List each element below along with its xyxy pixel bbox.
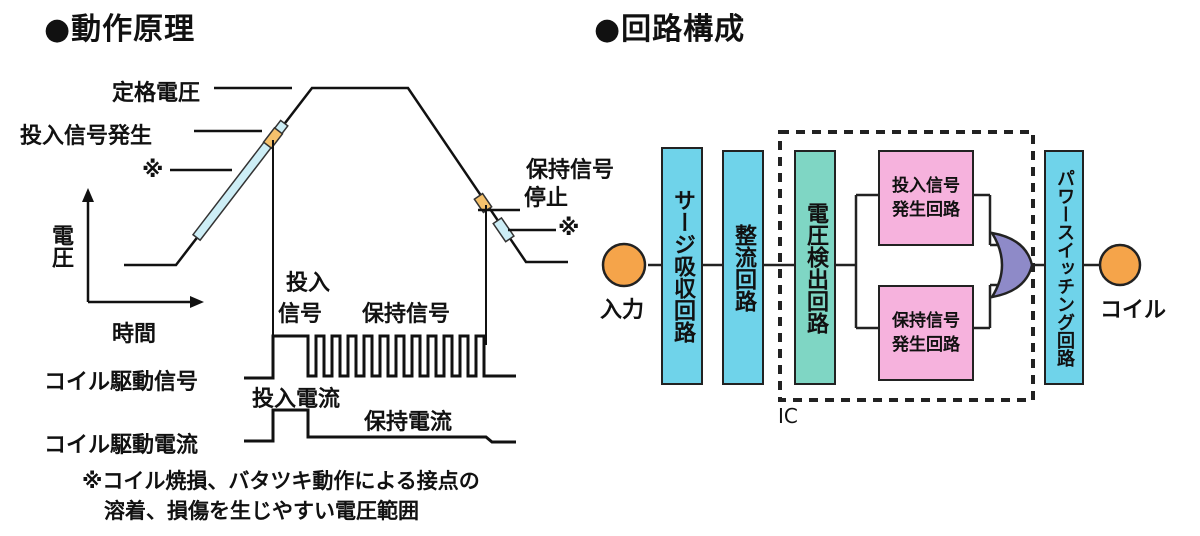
surge-absorber-block: サージ吸収回路 — [661, 147, 703, 385]
rated-voltage-label: 定格電圧 — [112, 81, 201, 106]
coil-label: コイル — [1100, 298, 1167, 323]
inrush-current-label: 投入電流 — [252, 387, 341, 412]
input-label: 入力 — [600, 298, 645, 323]
hold-signal-stop-label-line2: 停止 — [524, 186, 569, 211]
axes — [82, 188, 204, 308]
power-switching-block: パワースイッチング回路 — [1044, 150, 1084, 385]
closing-signal-generation-label: 投入信号発生 — [20, 124, 153, 149]
hold-signal-stop-label-line1: 保持信号 — [526, 158, 615, 183]
closing-gen-label-line1: 投入信号 — [892, 176, 960, 196]
operating-principle-heading: ●動作原理 — [44, 12, 196, 47]
voltage-curve — [124, 86, 568, 267]
rectifier-block: 整流回路 — [722, 150, 764, 385]
coil-drive-signal-wave — [244, 334, 516, 380]
x-axis-arrow — [190, 296, 204, 308]
footnote-line2: 溶着、損傷を生じやすい電圧範囲 — [104, 499, 419, 523]
ic-label: IC — [778, 404, 798, 428]
coil-drive-current-wave — [244, 408, 516, 444]
voltage-axis-label: 電圧 — [48, 224, 73, 268]
time-axis-label: 時間 — [112, 322, 157, 347]
asterisk-label-2: ※ — [558, 216, 580, 241]
hold-gen-label-line2: 発生回路 — [892, 335, 960, 355]
closing-signal-label-line2: 信号 — [278, 302, 323, 327]
closing-signal-label-line1: 投入 — [286, 271, 331, 296]
hold-current-label: 保持電流 — [364, 410, 453, 435]
hold-gen-label-line1: 保持信号 — [892, 311, 960, 331]
input-terminal — [601, 242, 647, 288]
power-switching-label: パワースイッチング回路 — [1054, 168, 1075, 367]
risk-range-falling — [492, 216, 515, 243]
coil-drive-current-label: コイル駆動電流 — [44, 433, 199, 458]
y-axis-arrow — [82, 188, 94, 202]
voltage-detector-label: 電圧検出回路 — [803, 201, 828, 334]
rectifier-label: 整流回路 — [731, 223, 756, 312]
coil-drive-signal-label: コイル駆動信号 — [44, 370, 199, 395]
coil-terminal — [1098, 243, 1142, 287]
or-gate-symbol — [989, 231, 1034, 299]
voltage-detector-block: 電圧検出回路 — [794, 150, 836, 385]
hold-signal-label: 保持信号 — [362, 302, 451, 327]
surge-absorber-label: サージ吸収回路 — [670, 189, 695, 343]
risk-range-rising — [191, 119, 289, 242]
asterisk-label-1: ※ — [142, 158, 164, 183]
closing-gen-label-line2: 発生回路 — [892, 200, 960, 220]
closing-signal-marker — [262, 126, 284, 150]
footnote-line1: ※コイル焼損、バタツキ動作による接点の — [82, 469, 480, 493]
hold-signal-generator-block: 保持信号 発生回路 — [878, 285, 974, 381]
closing-signal-generator-block: 投入信号 発生回路 — [878, 150, 974, 246]
circuit-configuration-heading: ●回路構成 — [594, 12, 746, 47]
